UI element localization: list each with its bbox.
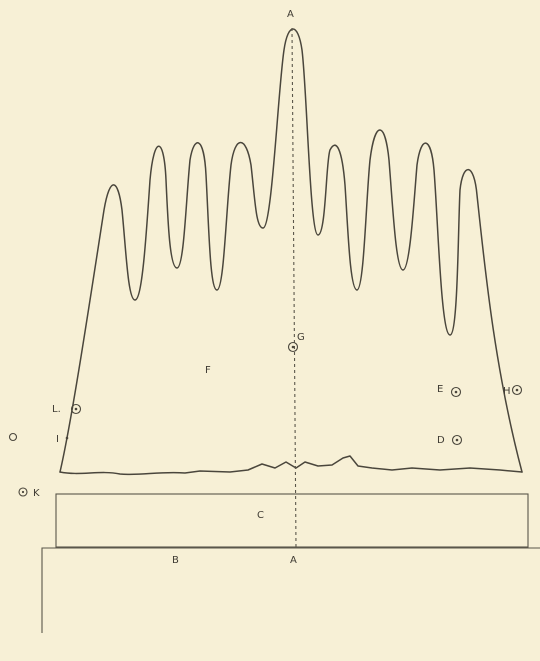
label-a-bottom: A <box>290 555 297 566</box>
label-f: F <box>205 365 211 376</box>
point-i-dot <box>65 436 69 440</box>
label-b: B <box>172 555 179 566</box>
platform-c <box>55 493 529 548</box>
axis-a-a <box>291 27 297 549</box>
ground-line-b <box>41 547 540 633</box>
point-l-marker <box>70 403 82 415</box>
point-d-marker <box>451 434 463 446</box>
label-a-top: A <box>287 9 294 20</box>
label-i: I <box>56 434 59 445</box>
point-left-edge-marker <box>8 432 18 442</box>
label-l: L. <box>52 404 61 415</box>
iceberg-outline <box>59 28 523 473</box>
point-g-marker <box>287 341 299 353</box>
iceberg-base-line <box>59 455 523 476</box>
label-k: K <box>33 488 40 499</box>
label-d: D <box>437 435 445 446</box>
label-g: G <box>297 332 305 343</box>
point-k-marker <box>18 487 28 497</box>
point-h-marker <box>511 384 523 396</box>
point-e-marker <box>450 386 462 398</box>
label-e: E <box>437 384 443 395</box>
label-c: C <box>257 510 264 521</box>
label-h: H <box>503 386 511 397</box>
